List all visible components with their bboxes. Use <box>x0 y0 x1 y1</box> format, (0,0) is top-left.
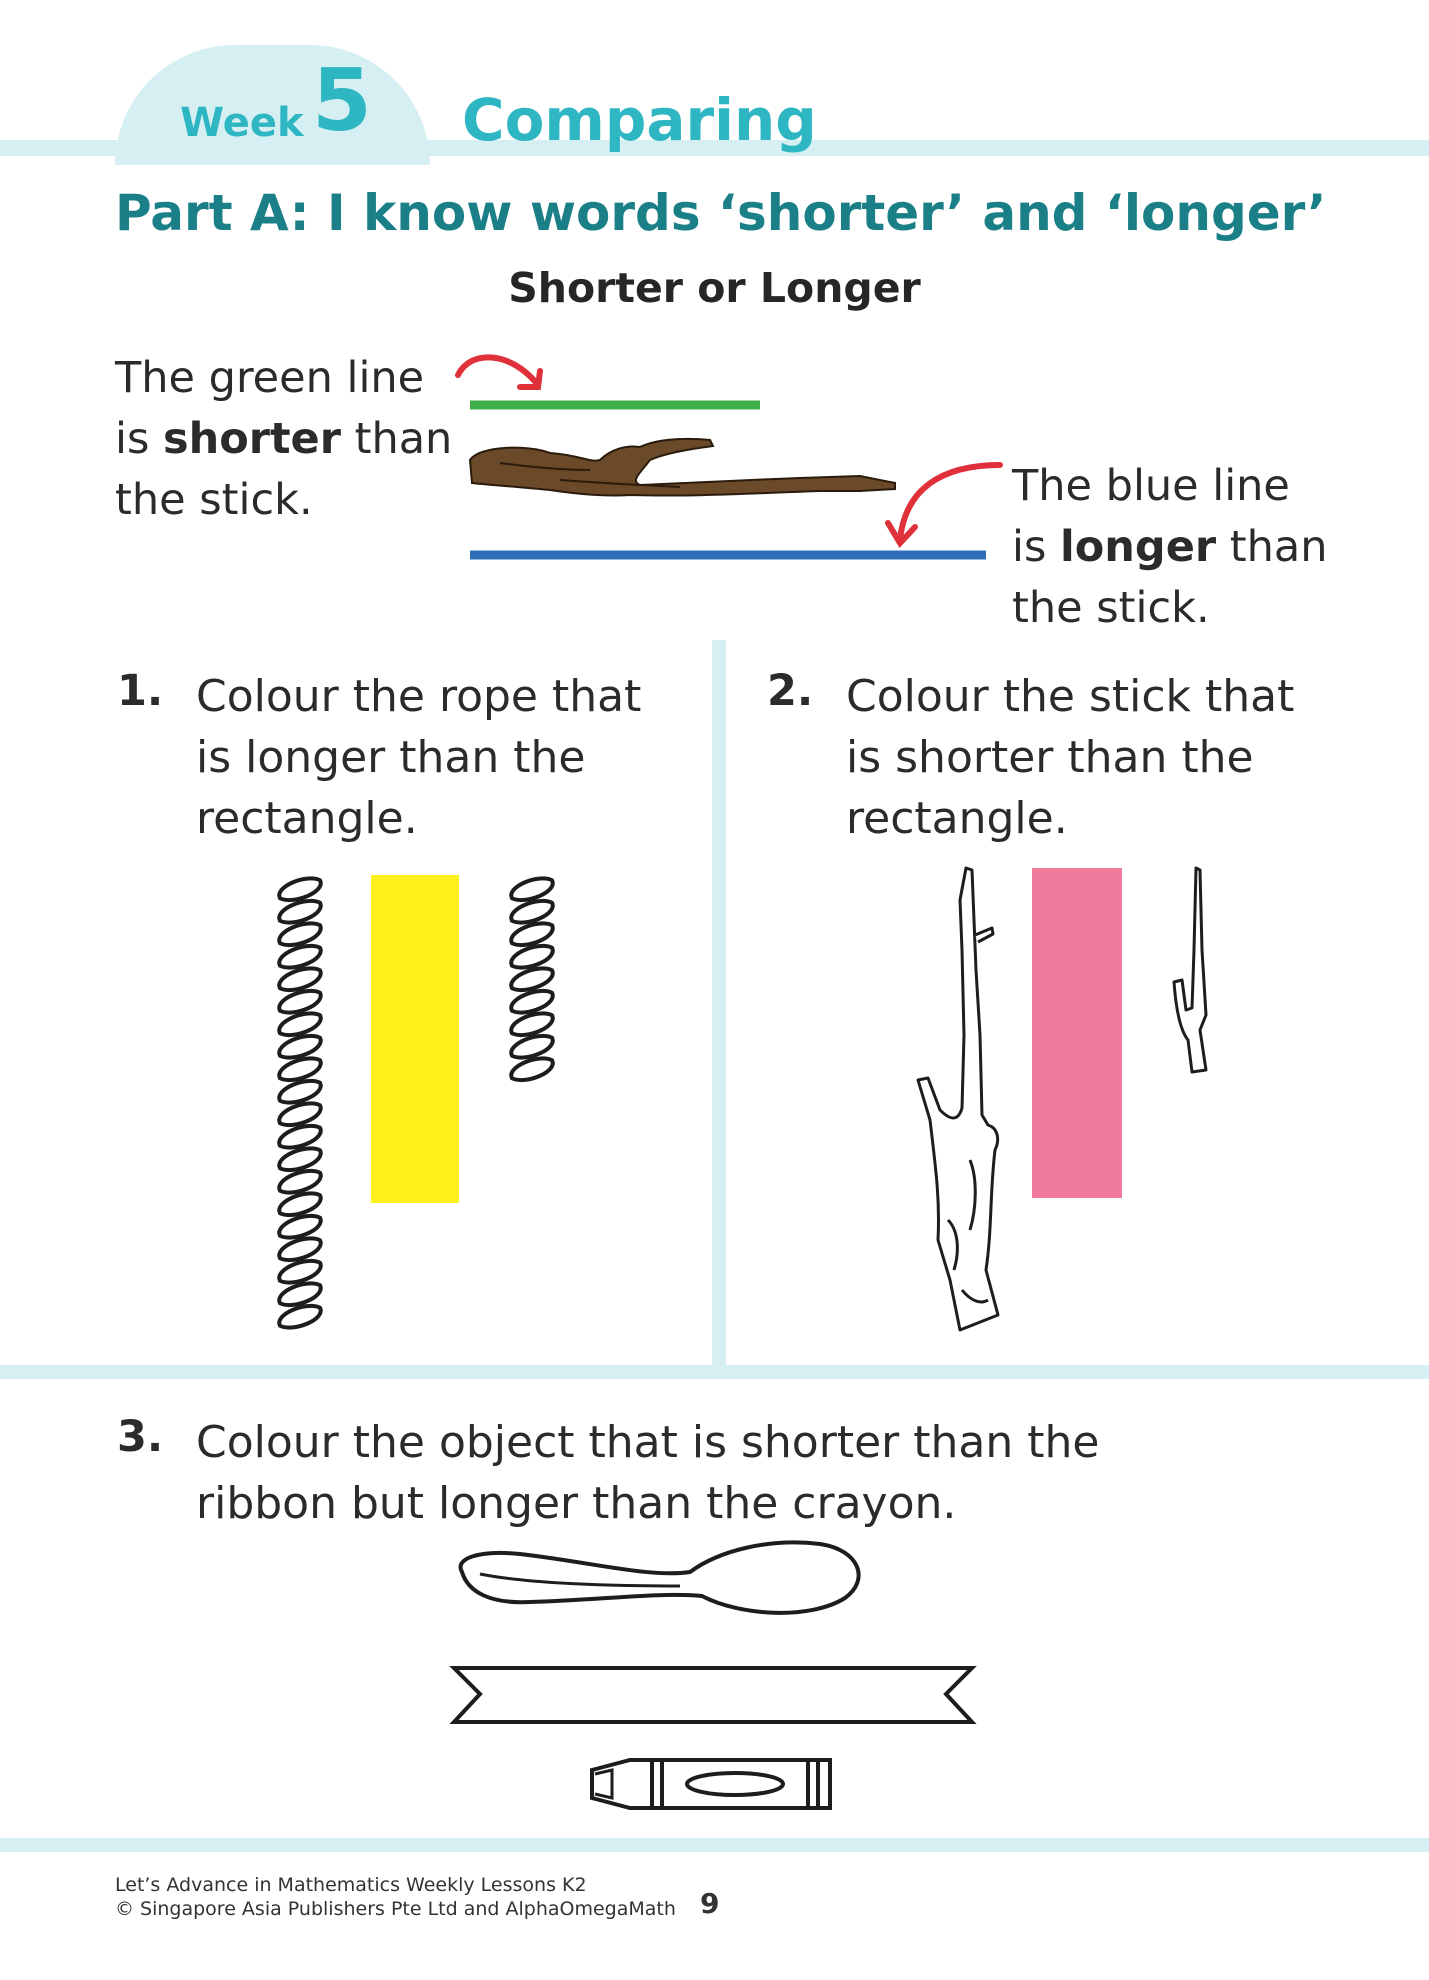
question-2-text: Colour the stick that is shorter than th… <box>846 666 1406 849</box>
example-illustration <box>455 354 1003 560</box>
arrow-icon <box>455 354 543 390</box>
short-rope-icon[interactable] <box>509 876 555 1082</box>
rope-strand <box>277 921 323 947</box>
question-number: 1. <box>117 666 164 716</box>
spoon-icon[interactable] <box>458 1540 861 1615</box>
question-2-figure <box>916 866 1208 1332</box>
rope-strand <box>509 944 555 970</box>
caption-line: The green line <box>115 353 425 403</box>
yellow-rectangle <box>371 875 459 1203</box>
page-number: 9 <box>700 1887 720 1920</box>
stick-icon <box>468 437 896 497</box>
rope-strand <box>277 1169 323 1195</box>
question-line: Colour the rope that <box>196 671 642 722</box>
rope-strand <box>509 876 555 902</box>
rope-strand <box>509 989 555 1015</box>
footer-copyright: © Singapore Asia Publishers Pte Ltd and … <box>115 1898 676 1920</box>
caption-line: the stick. <box>1012 583 1210 633</box>
question-line: is longer than the <box>196 732 586 783</box>
caption-line: The blue line <box>1012 461 1290 511</box>
section-divider <box>0 1365 1429 1379</box>
caption-part: is <box>115 414 164 464</box>
caption-emphasis: shorter <box>163 414 341 464</box>
rope-strand <box>277 876 323 902</box>
rope-strand <box>277 966 323 992</box>
rope-strand <box>277 1236 323 1262</box>
question-line: Colour the object that is shorter than t… <box>196 1417 1100 1468</box>
rope-strand <box>277 1056 323 1082</box>
caption-emphasis: longer <box>1060 522 1217 572</box>
question-3-figure <box>449 1540 977 1810</box>
caption-line: is longer than <box>1012 517 1412 578</box>
question-1-text: Colour the rope that is longer than the … <box>196 666 696 849</box>
rope-strand <box>277 1011 323 1037</box>
rope-strand <box>509 1011 555 1037</box>
rope-strand <box>277 1259 323 1285</box>
rope-strand <box>509 966 555 992</box>
rope-strand <box>277 899 323 925</box>
footer-band <box>0 1838 1429 1852</box>
rope-strand <box>509 921 555 947</box>
question-number: 2. <box>767 666 814 716</box>
long-stick-icon[interactable] <box>916 866 1000 1332</box>
rope-strand <box>277 989 323 1015</box>
short-stick-icon[interactable] <box>1172 866 1208 1074</box>
rope-strand <box>277 944 323 970</box>
caption-part: is <box>1012 522 1061 572</box>
footer-book-title: Let’s Advance in Mathematics Weekly Less… <box>115 1874 587 1896</box>
caption-line: the stick. <box>115 475 313 525</box>
header-band <box>0 140 1429 156</box>
rope-strand <box>277 1101 323 1127</box>
question-line: rectangle. <box>196 793 418 844</box>
ribbon-icon[interactable] <box>449 1666 977 1724</box>
caption-part: than <box>1216 522 1328 572</box>
rope-strand <box>509 1056 555 1082</box>
rope-strand <box>509 1034 555 1060</box>
sub-heading: Shorter or Longer <box>508 264 921 312</box>
question-line: Colour the stick that <box>846 671 1295 722</box>
caption-part: than <box>340 414 453 464</box>
rope-strand <box>277 1146 323 1172</box>
rope-strand <box>277 1079 323 1105</box>
caption-line: is shorter than <box>115 409 475 470</box>
rope-strand <box>509 899 555 925</box>
week-number: 5 <box>312 51 372 151</box>
question-3-text: Colour the object that is shorter than t… <box>196 1412 1346 1534</box>
green-line-caption: The green line is shorter than the stick… <box>115 348 475 531</box>
rope-strand <box>277 1281 323 1307</box>
question-line: ribbon but longer than the crayon. <box>196 1478 957 1529</box>
rope-strand <box>277 1191 323 1217</box>
question-line: rectangle. <box>846 793 1068 844</box>
part-heading: Part A: I know words ‘shorter’ and ‘long… <box>115 184 1327 242</box>
long-rope-icon[interactable] <box>277 876 323 1330</box>
rope-strand <box>277 1034 323 1060</box>
arrow-icon <box>885 462 1003 548</box>
column-divider <box>712 640 726 1365</box>
rope-strand <box>277 1124 323 1150</box>
question-1-figure <box>277 875 555 1330</box>
crayon-icon[interactable] <box>590 1758 832 1810</box>
rope-strand <box>277 1214 323 1240</box>
page-title: Comparing <box>462 86 817 154</box>
rope-strand <box>277 1304 323 1330</box>
pink-rectangle <box>1032 868 1122 1198</box>
blue-line-caption: The blue line is longer than the stick. <box>1012 456 1412 639</box>
week-label: Week <box>180 100 304 146</box>
question-number: 3. <box>117 1412 164 1462</box>
question-line: is shorter than the <box>846 732 1254 783</box>
